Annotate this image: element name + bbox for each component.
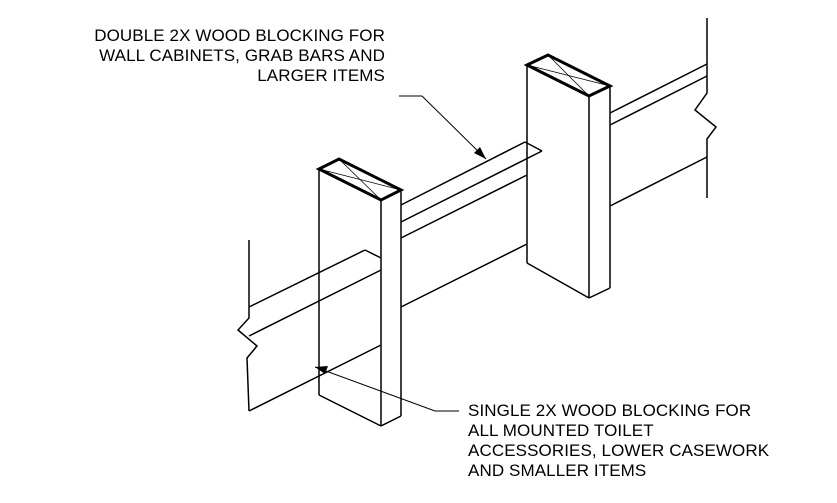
- note-single-blocking-line-3: ACCESSORIES, LOWER CASEWORK: [468, 441, 770, 460]
- note-single-blocking-line-2: ALL MOUNTED TOILET: [468, 421, 654, 440]
- leader-single-blocking: [314, 366, 459, 412]
- single-blocking-left: [248, 249, 382, 412]
- single-blocking-right: [609, 63, 708, 207]
- note-single-blocking: SINGLE 2X WOOD BLOCKING FOR ALL MOUNTED …: [468, 401, 769, 481]
- double-blocking: [400, 141, 543, 308]
- note-single-blocking-line-1: SINGLE 2X WOOD BLOCKING FOR: [468, 401, 752, 420]
- stud-right: [523, 53, 614, 299]
- note-double-blocking-line-3: LARGER ITEMS: [257, 66, 385, 85]
- wall-break-line-left: [236, 240, 259, 412]
- note-double-blocking: DOUBLE 2X WOOD BLOCKING FOR WALL CABINET…: [94, 26, 385, 86]
- leader-double-blocking: [399, 95, 487, 160]
- note-double-blocking-line-2: WALL CABINETS, GRAB BARS AND: [99, 46, 385, 65]
- note-single-blocking-line-4: AND SMALLER ITEMS: [468, 461, 647, 480]
- note-double-blocking-line-1: DOUBLE 2X WOOD BLOCKING FOR: [94, 26, 385, 45]
- stud-left: [315, 157, 405, 427]
- wall-break-line-right: [693, 18, 718, 198]
